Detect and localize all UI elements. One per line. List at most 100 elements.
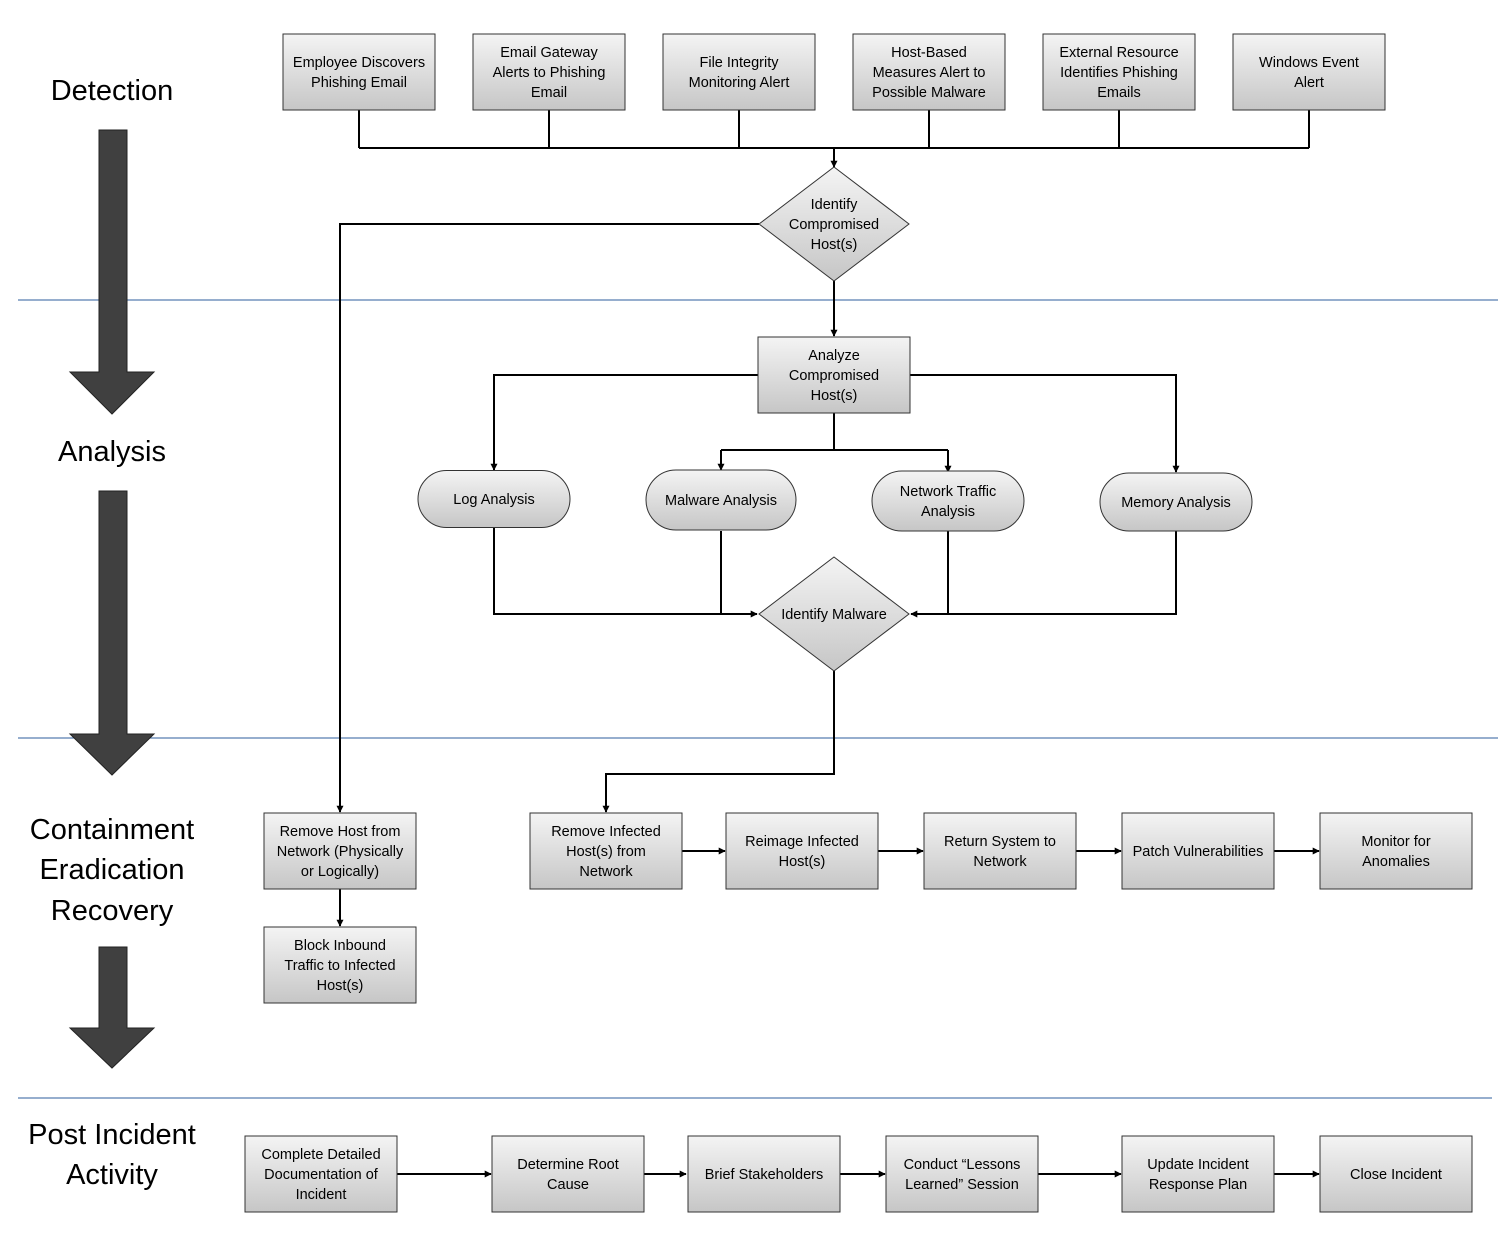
- node-label: Return System to: [944, 834, 1056, 850]
- process-box: [923, 812, 1077, 890]
- process-box: [1232, 33, 1386, 111]
- node-label: Compromised: [789, 368, 879, 384]
- node-label: Update Incident: [1147, 1157, 1249, 1173]
- process-pill: [645, 469, 797, 531]
- node-label: Network: [973, 854, 1027, 870]
- node-label: Monitoring Alert: [689, 75, 790, 91]
- node-label: Patch Vulnerabilities: [1133, 844, 1264, 860]
- node-label: Identifies Phishing: [1060, 65, 1178, 81]
- phase-label-eradication: Eradication: [39, 854, 184, 886]
- node-brief: Brief Stakeholders: [687, 1135, 841, 1213]
- node-label: Remove Infected: [551, 824, 661, 840]
- node-label: Monitor for: [1361, 834, 1430, 850]
- decision-shape: [758, 166, 910, 282]
- node-label: Compromised: [789, 217, 879, 233]
- connector: [910, 374, 1180, 473]
- connectors: [336, 110, 1320, 1178]
- phase-label-containment: Containment: [30, 814, 194, 846]
- node-label: Employee Discovers: [293, 55, 425, 71]
- phase-down-arrow-icon: [68, 490, 156, 776]
- node-label: Incident: [296, 1187, 347, 1203]
- node-label: Analysis: [921, 504, 975, 520]
- process-box: [687, 1135, 841, 1213]
- process-box: [491, 1135, 645, 1213]
- node-label: Alert: [1294, 75, 1324, 91]
- node-label: Phishing Email: [311, 75, 407, 91]
- node-label: Reimage Infected: [745, 834, 859, 850]
- node-label: External Resource: [1059, 45, 1178, 61]
- node-label: Learned” Session: [905, 1177, 1019, 1193]
- process-box: [263, 812, 417, 890]
- node-close: Close Incident: [1319, 1135, 1473, 1213]
- node-label: Network (Physically: [277, 844, 404, 860]
- node-label: Emails: [1097, 85, 1141, 101]
- node-label: Identify: [811, 197, 858, 213]
- process-box: [529, 812, 683, 890]
- process-box: [263, 926, 417, 1004]
- process-pill: [417, 470, 571, 528]
- node-label: File Integrity: [700, 55, 780, 71]
- node-label: Remove Host from: [280, 824, 401, 840]
- connector: [493, 528, 758, 618]
- node-label: Anomalies: [1362, 854, 1430, 870]
- node-label: Conduct “Lessons: [904, 1157, 1021, 1173]
- process-pill: [1099, 472, 1253, 532]
- node-label: Memory Analysis: [1121, 495, 1231, 511]
- process-box: [244, 1135, 398, 1213]
- connector: [602, 671, 835, 813]
- node-label: Measures Alert to: [873, 65, 986, 81]
- process-box: [852, 33, 1006, 111]
- node-label: Host(s): [317, 978, 364, 994]
- connector: [336, 223, 759, 813]
- node-log-analysis: Log Analysis: [417, 470, 571, 528]
- node-label: Response Plan: [1149, 1177, 1247, 1193]
- node-malware-analysis: Malware Analysis: [645, 469, 797, 531]
- process-box: [1319, 812, 1473, 890]
- process-box: [1121, 812, 1275, 890]
- node-label: Log Analysis: [453, 492, 534, 508]
- node-label: Network: [579, 864, 633, 880]
- node-label: Email: [531, 85, 567, 101]
- node-identify-malware: Identify Malware: [758, 556, 910, 672]
- node-label: Host(s): [811, 388, 858, 404]
- process-box: [282, 33, 436, 111]
- phase-label-detection: Detection: [51, 75, 174, 107]
- process-box: [885, 1135, 1039, 1213]
- node-label: Email Gateway: [500, 45, 598, 61]
- node-label: Documentation of: [264, 1167, 379, 1183]
- process-box: [1319, 1135, 1473, 1213]
- node-label: Complete Detailed: [261, 1147, 380, 1163]
- process-box: [757, 336, 911, 414]
- node-memory-analysis: Memory Analysis: [1099, 472, 1253, 532]
- process-box: [472, 33, 626, 111]
- node-label: Host-Based: [891, 45, 967, 61]
- node-label: Malware Analysis: [665, 493, 777, 509]
- process-box: [725, 812, 879, 890]
- node-label: Network Traffic: [900, 484, 996, 500]
- phase-label-analysis: Analysis: [58, 436, 166, 468]
- decision-shape: [758, 556, 910, 672]
- process-box: [1042, 33, 1196, 111]
- node-label: or Logically): [301, 864, 379, 880]
- process-box: [662, 33, 816, 111]
- process-pill: [871, 470, 1025, 532]
